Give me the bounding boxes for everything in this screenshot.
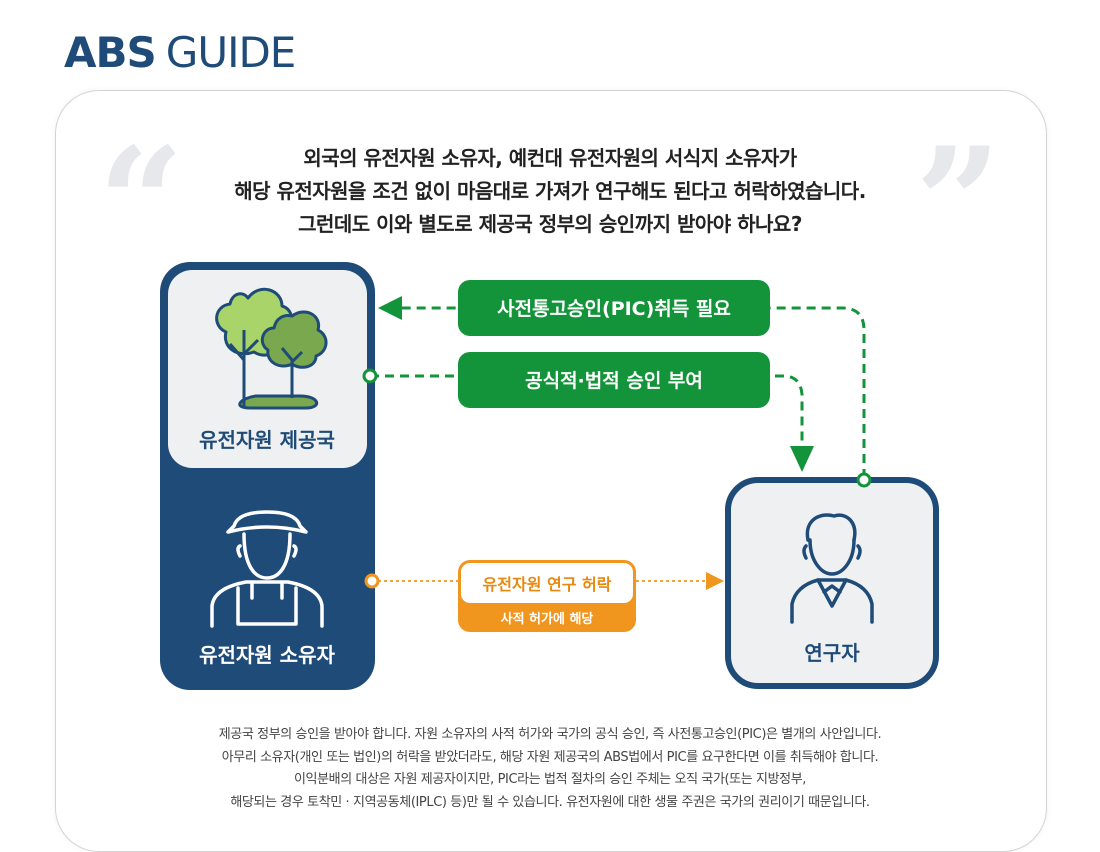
permission-sub-label: 사적 허가에 해당 xyxy=(501,611,594,627)
pic-label: 사전통고승인(PIC)취득 필요 xyxy=(497,298,731,320)
approval-label: 공식적·법적 승인 부여 xyxy=(525,370,703,392)
pic-arrow xyxy=(378,296,872,488)
question-line-3: 그런데도 이와 별도로 제공국 정부의 승인까지 받아야 하나요? xyxy=(298,212,802,236)
question-line-1: 외국의 유전자원 소유자, 예컨대 유전자원의 서식지 소유자가 xyxy=(303,146,797,170)
provider-label: 유전자원 제공국 xyxy=(199,428,335,452)
permission-label-box: 유전자원 연구 허락 사적 허가에 해당 xyxy=(458,560,636,632)
approval-label-box: 공식적·법적 승인 부여 xyxy=(458,352,770,408)
farmer-icon xyxy=(210,510,324,628)
abs-flow-diagram: 유전자원 제공국 유전자원 소유자 연구자 사전통고승인(PIC)취득 필요 xyxy=(160,262,939,690)
answer-line-4: 해당되는 경우 토착민 · 지역공동체(IPLC) 등)만 될 수 있습니다. … xyxy=(230,794,870,810)
answer-text: 제공국 정부의 승인을 받아야 합니다. 자원 소유자의 사적 허가와 국가의 … xyxy=(60,724,1040,814)
pic-label-box: 사전통고승인(PIC)취득 필요 xyxy=(458,280,770,336)
answer-line-2: 아무리 소유자(개인 또는 법인)의 허락을 받았더라도, 해당 자원 제공국의… xyxy=(221,749,879,765)
researcher-label: 연구자 xyxy=(804,641,860,665)
title-abs: ABS xyxy=(64,28,157,77)
permission-label: 유전자원 연구 허락 xyxy=(483,575,612,594)
answer-line-1: 제공국 정부의 승인을 받아야 합니다. 자원 소유자의 사적 허가와 국가의 … xyxy=(218,727,882,742)
researcher-icon xyxy=(790,513,874,624)
approval-arrow xyxy=(362,368,814,472)
question-line-2: 해당 유전자원을 조건 없이 마음대로 가져가 연구해도 된다고 허락하였습니다… xyxy=(234,179,866,203)
question-text: 외국의 유전자원 소유자, 예컨대 유전자원의 서식지 소유자가 해당 유전자원… xyxy=(100,142,1000,241)
close-quote-icon: ” xyxy=(915,115,1002,291)
answer-line-3: 이익분배의 대상은 자원 제공자이지만, PIC라는 법적 절차의 승인 주체는… xyxy=(293,772,807,787)
researcher-box xyxy=(725,477,939,689)
open-quote-icon: “ xyxy=(98,115,185,291)
trees-icon xyxy=(215,287,328,410)
title-guide: GUIDE xyxy=(165,28,297,77)
permission-arrow xyxy=(364,572,724,590)
owner-label: 유전자원 소유자 xyxy=(199,643,335,667)
